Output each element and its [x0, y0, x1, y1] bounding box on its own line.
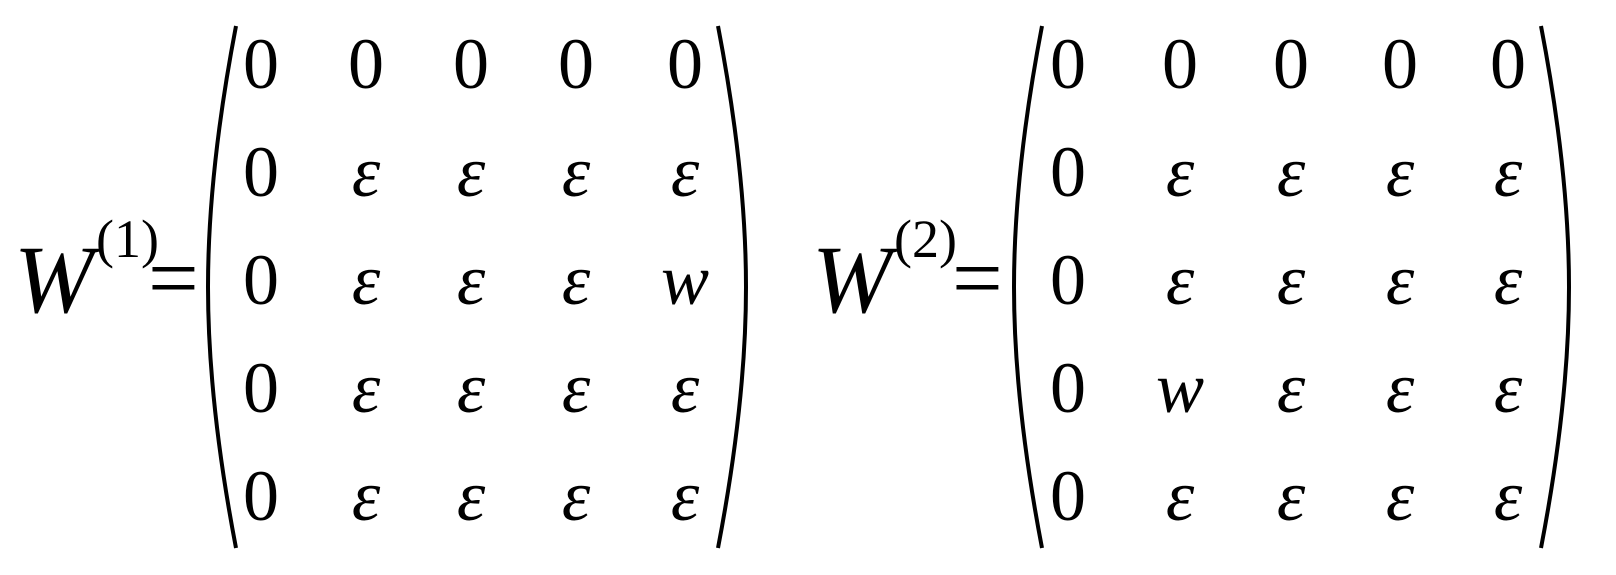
matrix-cell: ε: [561, 456, 591, 536]
matrix-cell: 0: [558, 24, 594, 104]
right-parenthesis: [1535, 22, 1575, 552]
matrix-cell: ε: [456, 348, 486, 428]
matrix-cell: w: [660, 240, 710, 320]
matrix-cell: 0: [348, 24, 384, 104]
matrix-cell: ε: [1493, 456, 1523, 536]
matrix-cell: ε: [1165, 132, 1195, 212]
matrix-cell: ε: [1276, 240, 1306, 320]
matrix-cell: w: [1155, 348, 1205, 428]
equation-w1: W (1) = 0 0 0 0 0 0 ε ε ε ε 0 ε ε ε w 0 …: [0, 0, 800, 575]
matrix-cell: ε: [351, 348, 381, 428]
matrix-cell: 0: [243, 348, 279, 428]
matrix-cell: 0: [1382, 24, 1418, 104]
matrix-cell: ε: [561, 240, 591, 320]
left-parenthesis: [202, 22, 242, 552]
matrix-cell: ε: [670, 132, 700, 212]
matrix-cell: 0: [667, 24, 703, 104]
matrix-cell: ε: [561, 348, 591, 428]
matrix-cell: 0: [1050, 132, 1086, 212]
matrix-cell: ε: [1385, 348, 1415, 428]
matrix-cell: 0: [1050, 348, 1086, 428]
equals-sign: =: [952, 229, 1003, 328]
matrix-cell: ε: [1493, 348, 1523, 428]
matrix-cell: 0: [1162, 24, 1198, 104]
matrix-cell: ε: [1165, 456, 1195, 536]
equation-w2: W (2) = 0 0 0 0 0 0 ε ε ε ε 0 ε ε ε ε 0 …: [800, 0, 1616, 575]
matrix-cell: ε: [456, 132, 486, 212]
matrix-variable: W: [14, 226, 94, 333]
matrix-cell: 0: [1050, 24, 1086, 104]
equals-sign: =: [148, 229, 199, 328]
matrix-cell: 0: [1050, 240, 1086, 320]
matrix-cell: ε: [1493, 132, 1523, 212]
matrix-cell: ε: [351, 456, 381, 536]
matrix-cell: ε: [456, 240, 486, 320]
matrix-cell: 0: [1273, 24, 1309, 104]
matrix-cell: ε: [1385, 240, 1415, 320]
matrix-cell: ε: [1165, 240, 1195, 320]
matrix-cell: ε: [1385, 456, 1415, 536]
matrix-cell: ε: [351, 132, 381, 212]
left-parenthesis: [1008, 22, 1048, 552]
matrix-cell: 0: [243, 240, 279, 320]
matrix-cell: 0: [453, 24, 489, 104]
matrix-superscript: (1): [96, 209, 159, 269]
matrix-cell: ε: [670, 456, 700, 536]
matrix-variable: W: [812, 226, 892, 333]
matrix-cell: ε: [561, 132, 591, 212]
matrix-cell: ε: [1276, 348, 1306, 428]
matrix-cell: ε: [1276, 456, 1306, 536]
matrix-cell: 0: [243, 132, 279, 212]
matrix-cell: 0: [1490, 24, 1526, 104]
matrix-cell: 0: [243, 456, 279, 536]
matrix-cell: 0: [1050, 456, 1086, 536]
matrix-cell: 0: [243, 24, 279, 104]
right-parenthesis: [712, 22, 752, 552]
matrix-cell: ε: [1385, 132, 1415, 212]
matrix-cell: ε: [456, 456, 486, 536]
matrix-cell: ε: [670, 348, 700, 428]
matrix-cell: ε: [1493, 240, 1523, 320]
matrix-superscript: (2): [894, 209, 957, 269]
matrix-cell: ε: [351, 240, 381, 320]
matrix-cell: ε: [1276, 132, 1306, 212]
